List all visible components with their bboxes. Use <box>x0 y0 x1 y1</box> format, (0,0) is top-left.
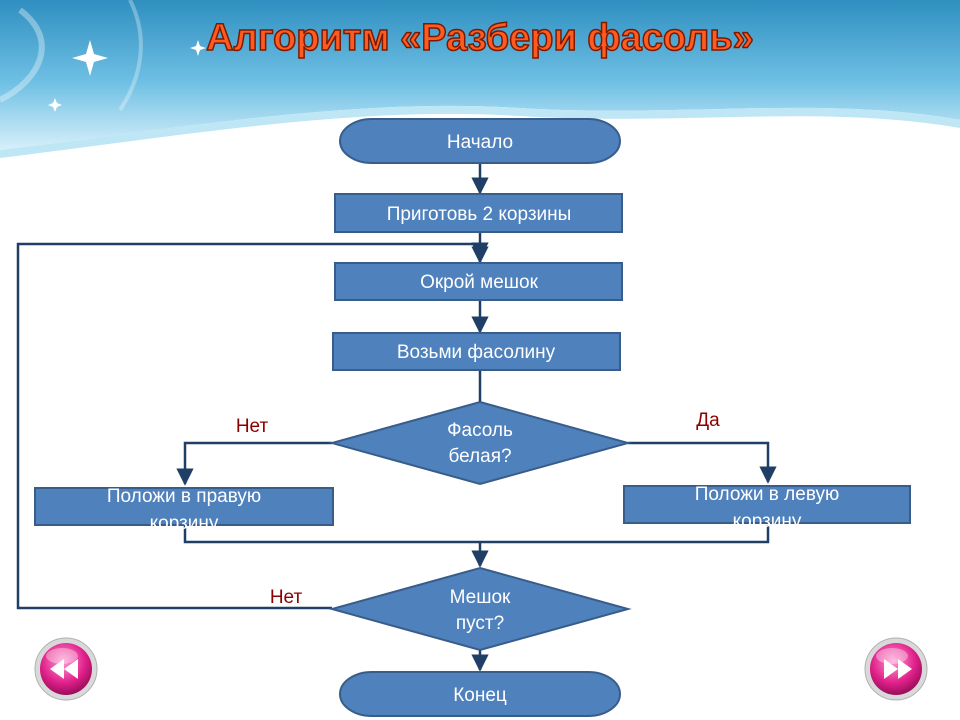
header-background <box>0 0 960 158</box>
prepare-label: Приготовь 2 корзины <box>387 204 572 225</box>
end-terminator: Конец <box>339 671 621 717</box>
process-put-right: Положи в правую корзину <box>34 486 334 534</box>
start-terminator: Начало <box>339 118 621 164</box>
page-title: Алгоритм «Разбери фасоль» <box>206 17 754 59</box>
take-bean-label: Возьми фасолину <box>397 342 556 363</box>
fast-forward-icon <box>884 659 912 679</box>
arrow-decision-no-right <box>176 441 332 486</box>
process-prepare-baskets: Приготовь 2 корзины <box>334 193 623 233</box>
decision-empty-line1: Мешок <box>450 587 511 608</box>
merge-line <box>183 525 770 544</box>
process-open-bag: Окрой мешок <box>334 262 623 301</box>
process-put-left: Положи в левую корзину <box>623 484 911 532</box>
back-button[interactable] <box>34 637 98 701</box>
label-no-second: Нет <box>270 587 303 608</box>
put-left-line2: корзину <box>733 511 802 532</box>
end-label: Конец <box>453 685 507 706</box>
label-no-first: Нет <box>236 416 269 437</box>
put-right-line1: Положи в правую <box>107 486 261 507</box>
arrow-decision-yes-left <box>628 441 777 484</box>
put-left-line1: Положи в левую <box>695 484 840 505</box>
decision-bean-white: Фасоль белая? <box>328 400 632 486</box>
forward-button[interactable] <box>864 637 928 701</box>
decision-empty-line2: пуст? <box>456 613 504 634</box>
process-take-bean: Возьми фасолину <box>332 332 621 371</box>
loop-back-line <box>16 242 489 610</box>
decision-bag-empty: Мешок пуст? <box>328 566 632 652</box>
put-right-line2: корзину <box>150 513 219 534</box>
label-yes: Да <box>696 410 720 431</box>
open-bag-label: Окрой мешок <box>420 272 539 293</box>
rewind-icon <box>50 659 78 679</box>
flow-connectors <box>16 164 777 672</box>
decision-white-line2: белая? <box>448 446 511 467</box>
decision-white-line1: Фасоль <box>447 420 513 441</box>
start-label: Начало <box>447 132 513 153</box>
sparkle-icon <box>48 40 206 112</box>
